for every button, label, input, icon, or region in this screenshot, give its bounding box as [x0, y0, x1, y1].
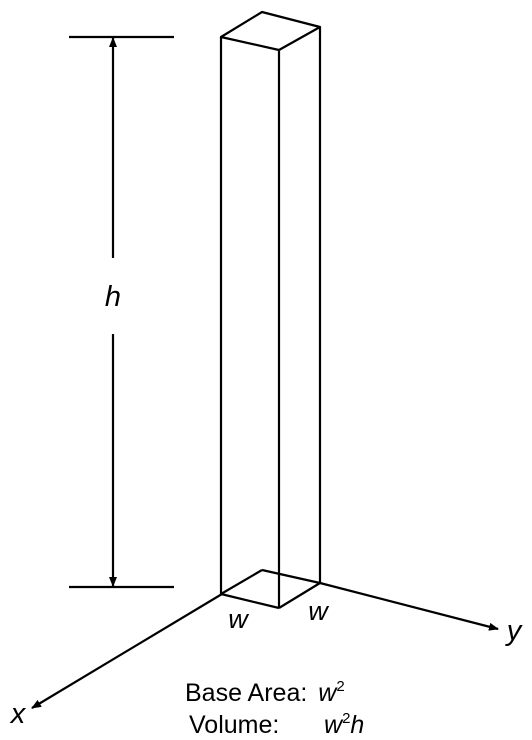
- x-axis: [31, 593, 223, 709]
- height-label: h: [105, 281, 121, 313]
- volume-label: Volume:: [189, 711, 279, 739]
- volume-var2: h: [350, 711, 364, 739]
- prism-top-face: [219, 10, 322, 52]
- volume-exp: 2: [342, 710, 350, 727]
- y-axis: [319, 581, 499, 631]
- prism-bottom-front-right: [278, 582, 321, 609]
- volume-formula: Volume:: [189, 711, 279, 739]
- rectangular-prism: [219, 10, 322, 610]
- width-label-right: w: [308, 596, 329, 626]
- y-axis-label: y: [505, 615, 523, 647]
- base-area-formula: Base Area: w2: [185, 678, 345, 707]
- prism-bottom-front-left: [220, 592, 280, 610]
- base-area-label: Base Area:: [185, 679, 307, 707]
- volume-expression: w2h: [324, 710, 364, 739]
- height-dimension: [69, 35, 174, 589]
- prism-bottom-back-left: [220, 569, 263, 595]
- volume-var: w: [324, 711, 344, 739]
- x-axis-label: x: [9, 698, 27, 730]
- width-label-left: w: [228, 604, 249, 634]
- base-area-exp: 2: [336, 678, 344, 695]
- base-area-var: w: [318, 679, 338, 707]
- prism-bottom-back-right: [261, 568, 321, 585]
